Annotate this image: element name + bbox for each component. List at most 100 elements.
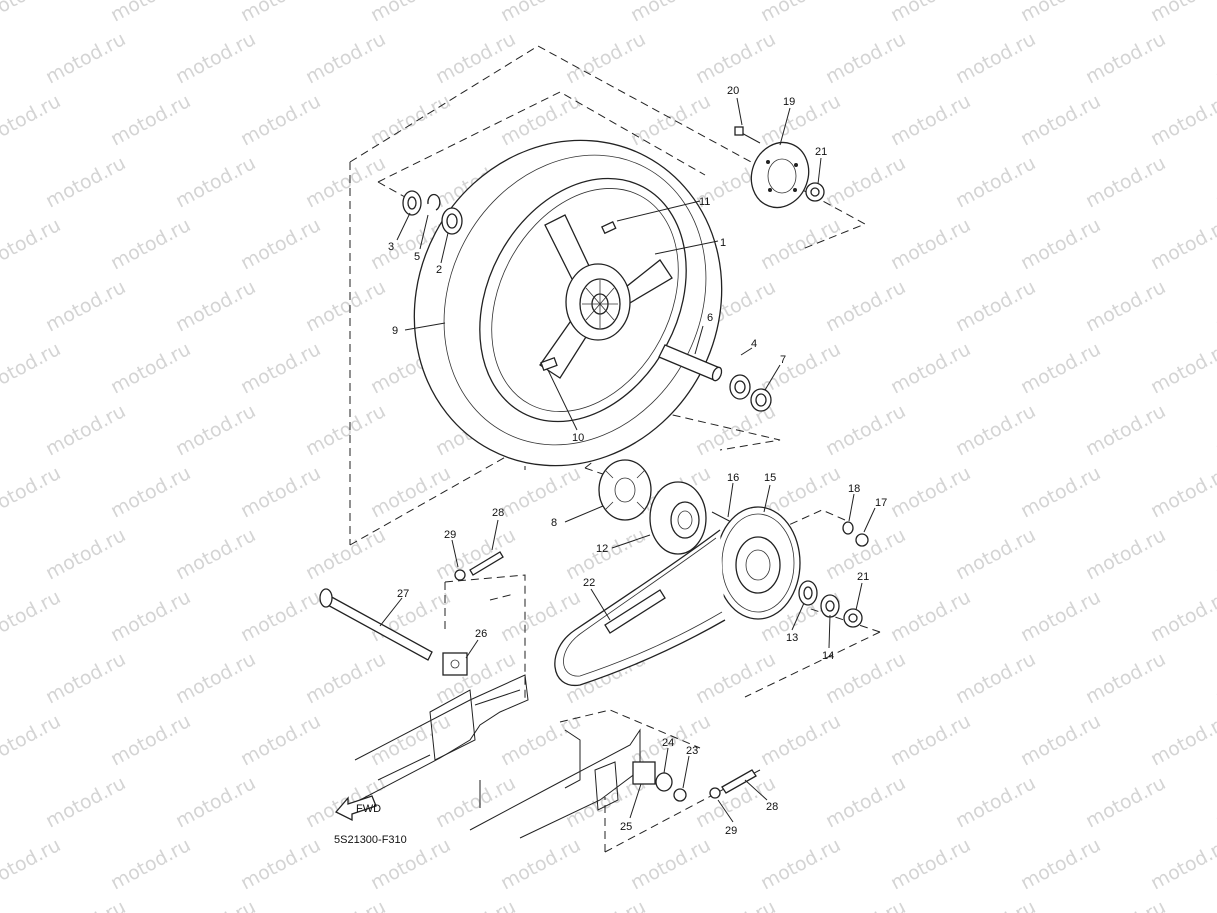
watermark-text: motod.ru <box>1212 772 1217 832</box>
watermark-text: motod.ru <box>822 276 909 336</box>
watermark-text: motod.ru <box>822 772 909 832</box>
watermark-text: motod.ru <box>0 338 64 398</box>
right-bearings <box>729 374 772 412</box>
watermark-text: motod.ru <box>0 90 64 150</box>
watermark-text: motod.ru <box>237 338 324 398</box>
callout-21-lower: 21 <box>857 571 869 583</box>
left-bearings <box>402 190 463 235</box>
watermark-text: motod.ru <box>172 28 259 88</box>
callout-19: 19 <box>783 96 795 108</box>
watermark-text: motod.ru <box>692 896 779 913</box>
watermark-text: motod.ru <box>1147 834 1217 894</box>
watermark-text: motod.ru <box>757 710 844 770</box>
watermark-text: motod.ru <box>1082 648 1169 708</box>
watermark-text: motod.ru <box>1147 710 1217 770</box>
watermark-text: motod.ru <box>1147 90 1217 150</box>
watermark-text: motod.ru <box>1017 90 1104 150</box>
axle <box>319 551 504 676</box>
watermark-text: motod.ru <box>302 524 389 584</box>
callout-1: 1 <box>720 237 726 249</box>
watermark-text: motod.ru <box>1082 276 1169 336</box>
watermark-text: motod.ru <box>497 710 584 770</box>
watermark-text: motod.ru <box>302 896 389 913</box>
watermark-text: motod.ru <box>692 28 779 88</box>
watermark-text: motod.ru <box>432 772 519 832</box>
watermark-text: motod.ru <box>367 462 454 522</box>
watermark-text: motod.ru <box>1212 524 1217 584</box>
callout-3: 3 <box>388 241 394 253</box>
watermark-text: motod.ru <box>952 28 1039 88</box>
watermark-text: motod.ru <box>1212 276 1217 336</box>
watermark-text: motod.ru <box>757 90 844 150</box>
watermark-text: motod.ru <box>0 214 64 274</box>
watermark-text: motod.ru <box>1017 338 1104 398</box>
watermark-text: motod.ru <box>627 834 714 894</box>
callout-24: 24 <box>662 737 674 749</box>
watermark-text: motod.ru <box>302 400 389 460</box>
watermark-text: motod.ru <box>757 834 844 894</box>
watermark-text: motod.ru <box>887 462 974 522</box>
callout-23: 23 <box>686 745 698 757</box>
watermark-text: motod.ru <box>1017 586 1104 646</box>
callout-22: 22 <box>583 577 595 589</box>
callout-25: 25 <box>620 821 632 833</box>
watermark-text: motod.ru <box>42 524 129 584</box>
watermark-text: motod.ru <box>42 648 129 708</box>
watermark-text: motod.ru <box>172 772 259 832</box>
sprocket-bearings <box>798 580 863 628</box>
watermark-text: motod.ru <box>0 462 64 522</box>
diagram-code: 5S21300-F310 <box>334 834 407 846</box>
watermark-text: motod.ru <box>107 338 194 398</box>
watermark-text: motod.ru <box>952 524 1039 584</box>
callout-28-upper: 28 <box>492 507 504 519</box>
drive-chain <box>554 529 726 686</box>
watermark-text: motod.ru <box>237 214 324 274</box>
callout-29-upper: 29 <box>444 529 456 541</box>
callout-28-lower: 28 <box>766 801 778 813</box>
callout-6: 6 <box>707 312 713 324</box>
watermark-text: motod.ru <box>237 710 324 770</box>
watermark-text: motod.ru <box>692 648 779 708</box>
watermark-text: motod.ru <box>1082 152 1169 212</box>
sprocket <box>715 506 869 620</box>
watermark-text: motod.ru <box>887 710 974 770</box>
callout-21-upper: 21 <box>815 146 827 158</box>
callout-10: 10 <box>572 432 584 444</box>
callout-8: 8 <box>551 517 557 529</box>
watermark-text: motod.ru <box>1212 896 1217 913</box>
watermark-text: motod.ru <box>1082 28 1169 88</box>
watermark-text: motod.ru <box>887 338 974 398</box>
callout-11: 11 <box>699 196 710 208</box>
watermark-text: motod.ru <box>42 276 129 336</box>
watermark-text: motod.ru <box>42 896 129 913</box>
callout-17: 17 <box>875 497 887 509</box>
brake-disc <box>734 126 825 209</box>
watermark-text: motod.ru <box>42 152 129 212</box>
watermark-text: motod.ru <box>952 772 1039 832</box>
watermark-text: motod.ru <box>172 276 259 336</box>
watermark-text: motod.ru <box>1017 214 1104 274</box>
watermark-text: motod.ru <box>107 90 194 150</box>
callout-18: 18 <box>848 483 860 495</box>
watermark-text: motod.ru <box>822 152 909 212</box>
watermark-text: motod.ru <box>42 28 129 88</box>
watermark-text: motod.ru <box>237 0 324 26</box>
watermark-text: motod.ru <box>172 896 259 913</box>
watermark-text: motod.ru <box>302 28 389 88</box>
watermark-text: motod.ru <box>1212 400 1217 460</box>
callout-14: 14 <box>822 650 834 662</box>
watermark-text: motod.ru <box>42 400 129 460</box>
watermark-text: motod.ru <box>367 710 454 770</box>
watermark-text: motod.ru <box>172 152 259 212</box>
watermark-text: motod.ru <box>497 834 584 894</box>
rear-wheel <box>413 139 723 467</box>
forward-arrow-icon: FWD <box>334 795 381 822</box>
watermark-text: motod.ru <box>432 28 519 88</box>
watermark-text: motod.ru <box>302 152 389 212</box>
watermark-text: motod.ru <box>1147 462 1217 522</box>
callout-5: 5 <box>414 251 420 263</box>
callout-9: 9 <box>392 325 398 337</box>
leader-lines <box>379 97 876 823</box>
